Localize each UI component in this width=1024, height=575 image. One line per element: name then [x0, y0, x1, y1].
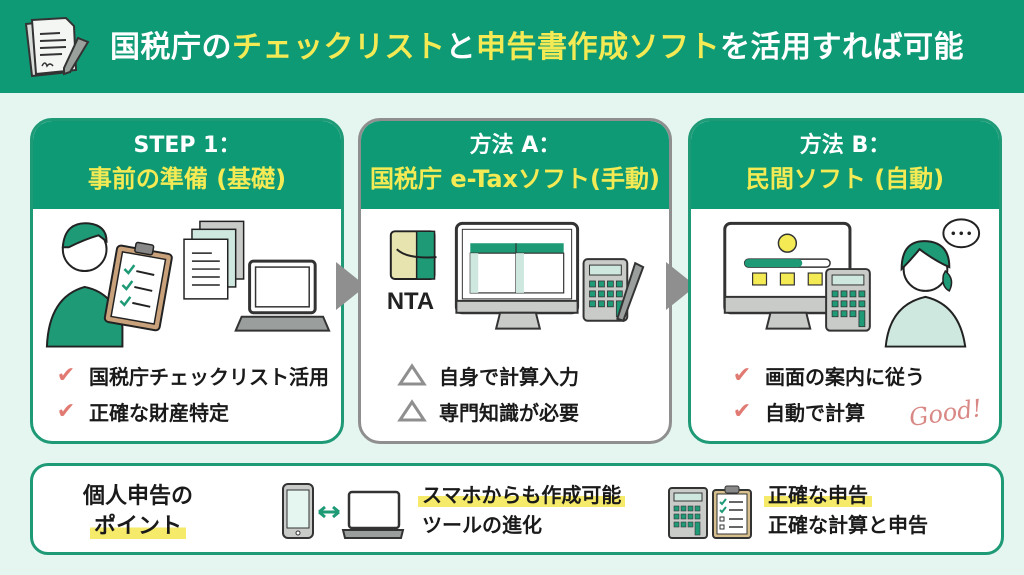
point2-line1-text: 正確な申告 — [764, 483, 872, 507]
person-icon — [45, 222, 124, 348]
smiley-icon — [777, 233, 798, 253]
list-item: ✔ 画面の案内に従う — [725, 357, 999, 393]
laptop-icon — [234, 259, 331, 332]
card-method-a: 方法 A： 国税庁 e-Taxソフト(手動) NTA — [358, 118, 672, 444]
point2-line2: 正確な計算と申告 — [768, 513, 928, 537]
list-item-text: 専門知識が必要 — [439, 400, 579, 425]
point1-line1: スマホからも作成可能 — [418, 480, 626, 510]
check-icon: ✔ — [732, 398, 752, 424]
pen-icon — [616, 261, 645, 322]
card-method-b: 方法 B： 民間ソフト (自動) — [688, 118, 1002, 444]
woman-thinking-icon — [884, 240, 967, 348]
card-heading: 方法 B： — [799, 133, 891, 158]
card-heading: 方法 A： — [469, 133, 561, 158]
check-icon: ✔ — [56, 398, 76, 424]
monitor-icon — [454, 221, 580, 330]
calculator-icon — [582, 258, 629, 322]
laptop-icon — [341, 490, 405, 539]
points-title-line1: 個人申告の — [82, 484, 193, 509]
check-icon: ✔ — [732, 362, 752, 388]
page-title: 国税庁のチェックリストと申告書作成ソフトを活用すれば可能 — [110, 22, 964, 66]
title-text: 国税庁の — [110, 30, 232, 65]
speech-bubble-icon — [942, 218, 981, 249]
card-subheading: 民間ソフト (自動) — [745, 165, 945, 193]
documents-icon — [183, 220, 245, 300]
checklist-icon — [712, 485, 752, 539]
card-list: ✔ 国税庁チェックリスト活用 ✔ 正確な財産特定 — [33, 357, 341, 429]
settings-icon — [807, 272, 823, 286]
smartphone-icon — [282, 483, 314, 539]
list-item: ✔ 国税庁チェックリスト活用 — [49, 357, 341, 393]
card-subheading: 国税庁 e-Taxソフト(手動) — [370, 165, 660, 193]
phone-laptop-sync-illustration — [282, 483, 405, 539]
list-item-text: 自身で計算入力 — [439, 364, 579, 389]
monitor-icon — [723, 221, 852, 330]
calculator-icon — [825, 268, 871, 332]
card-heading: STEP 1： — [133, 133, 241, 158]
clipboard-icon — [103, 241, 173, 332]
check-icon: ✔ — [56, 362, 76, 388]
nta-monitor-illustration: NTA — [387, 221, 645, 330]
card-header: 方法 B： 民間ソフト (自動) — [691, 121, 999, 209]
point1-line2: ツールの進化 — [422, 513, 542, 537]
header-banner: 国税庁のチェックリストと申告書作成ソフトを活用すれば可能 — [0, 0, 1024, 93]
triangle-warning-icon — [397, 399, 427, 422]
auto-software-illustration — [723, 218, 981, 348]
card-list: 自身で計算入力 専門知識が必要 — [361, 357, 669, 429]
list-item-text: 正確な財産特定 — [89, 400, 229, 425]
list-item-text: 国税庁チェックリスト活用 — [89, 364, 329, 389]
title-text: と — [445, 30, 476, 65]
title-highlight-software: 申告書作成ソフト — [476, 30, 720, 65]
points-title-line2: ポイント — [89, 514, 186, 539]
triangle-warning-icon — [397, 363, 427, 386]
list-item-text: 自動で計算 — [765, 400, 865, 425]
points-title: 個人申告の ポイント — [73, 482, 203, 542]
folder-icon — [752, 272, 768, 286]
nta-logo-text: NTA — [387, 288, 434, 315]
sync-arrow-icon — [318, 505, 340, 519]
card-list: ✔ 画面の案内に従う ✔ 自動で計算 Good! — [691, 357, 999, 432]
list-item-text: 画面の案内に従う — [765, 364, 925, 389]
list-item: ✔ 正確な財産特定 — [49, 393, 341, 429]
list-item: 専門知識が必要 — [397, 393, 669, 429]
card-step1: STEP 1： 事前の準備 (基礎) — [30, 118, 344, 444]
calculator-icon — [668, 487, 708, 539]
title-text: を活用すれば可能 — [720, 30, 964, 65]
document-pen-icon — [24, 16, 90, 78]
card-header: STEP 1： 事前の準備 (基礎) — [33, 121, 341, 209]
card-subheading: 事前の準備 (基礎) — [87, 165, 287, 193]
card-header: 方法 A： 国税庁 e-Taxソフト(手動) — [361, 121, 669, 209]
list-item: 自身で計算入力 — [397, 357, 669, 393]
calculator-checklist-illustration — [668, 485, 752, 539]
point2-line1: 正確な申告 — [764, 480, 872, 510]
download-icon — [779, 272, 795, 286]
title-highlight-checklist: チェックリスト — [232, 30, 446, 65]
nta-logo-icon: NTA — [387, 230, 437, 315]
list-item: ✔ 自動で計算 — [725, 393, 999, 429]
person-checklist-illustration — [45, 220, 331, 348]
points-panel: 個人申告の ポイント スマホからも作成可能 ツールの進化 — [30, 463, 1004, 555]
point1-line1-text: スマホからも作成可能 — [418, 483, 626, 507]
